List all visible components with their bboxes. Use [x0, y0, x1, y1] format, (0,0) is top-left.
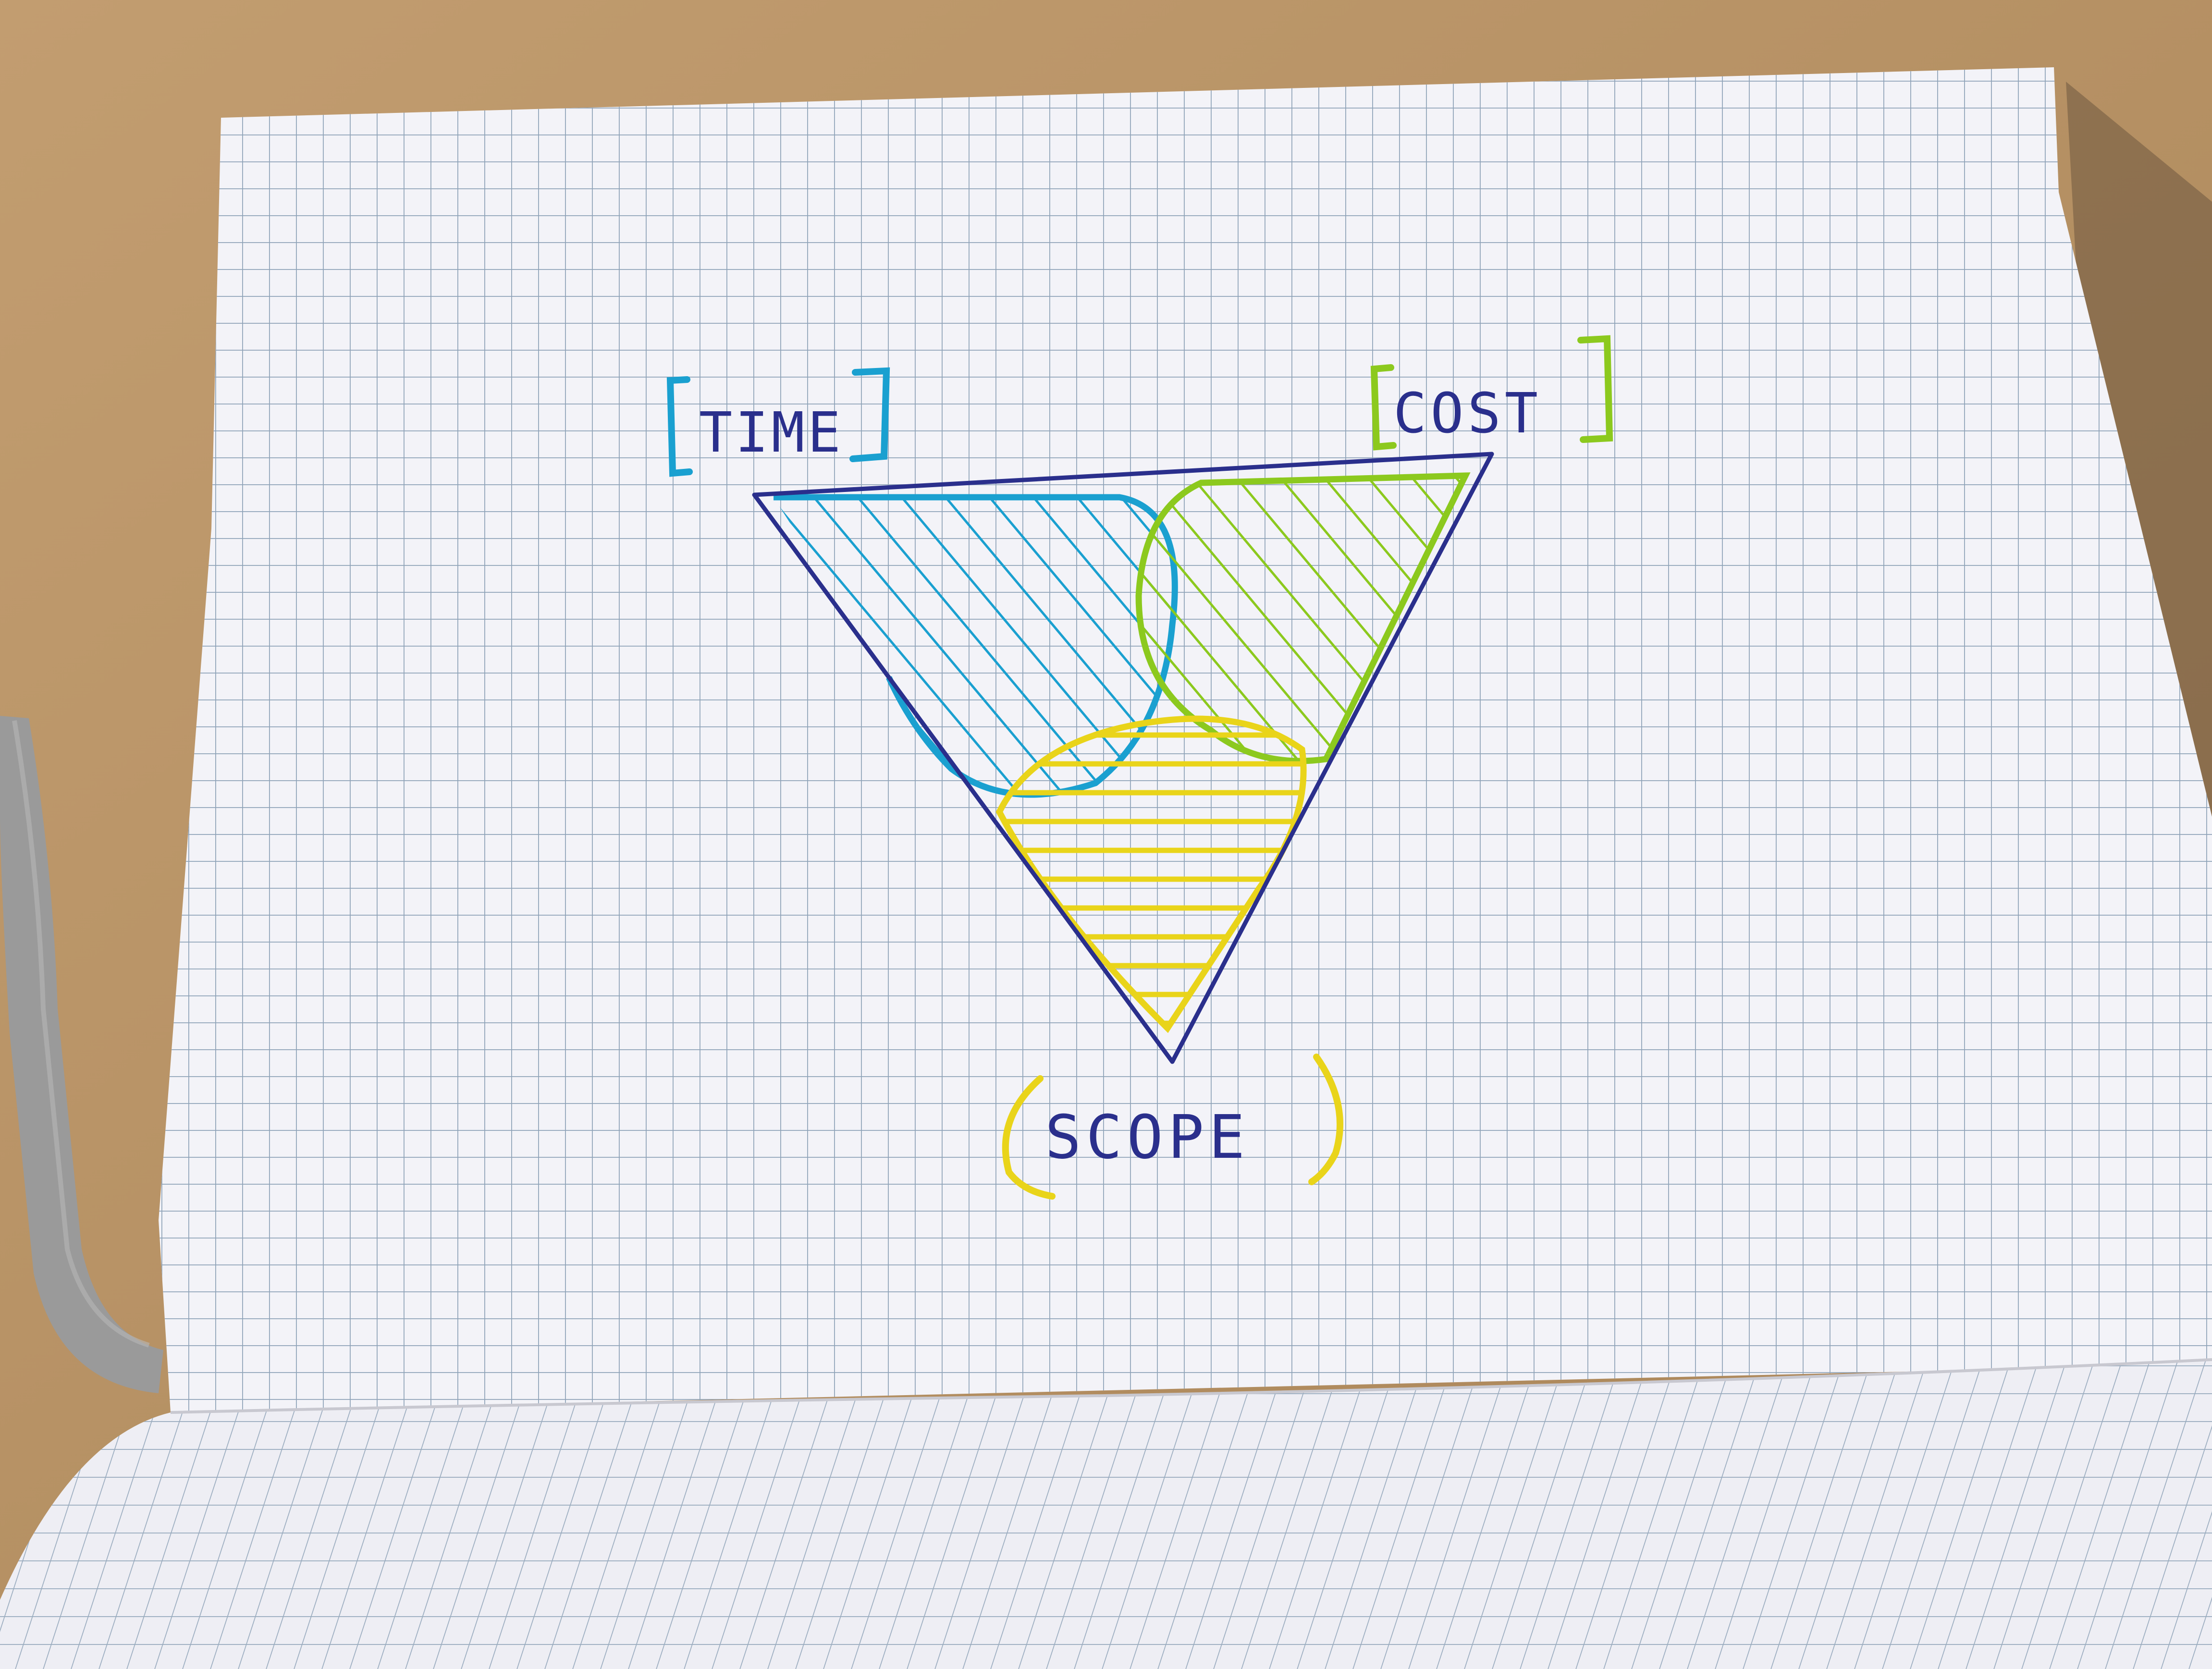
time-region [774, 497, 1175, 795]
time-bracket-left [666, 376, 693, 477]
iron-triangle-diagram: TIME COST SCOPE [666, 335, 1613, 1200]
scope-paren-right [1308, 1054, 1343, 1185]
scope-paren-left [1002, 1075, 1056, 1200]
cost-region [1139, 476, 1465, 761]
scope-label: SCOPE [1045, 1103, 1250, 1172]
scope-region-outline [995, 715, 1307, 1033]
cost-bracket-left [1370, 364, 1397, 451]
scope-region [999, 719, 1304, 1028]
bookmark-ribbon-shade [12, 720, 150, 1348]
scope-label-group: SCOPE [1002, 1054, 1343, 1200]
cost-label: COST [1393, 381, 1542, 446]
time-bracket-right [849, 367, 890, 462]
cost-bracket-right [1577, 335, 1613, 443]
time-label: TIME [699, 401, 844, 465]
time-label-group: TIME [666, 367, 890, 477]
cost-label-group: COST [1370, 335, 1613, 451]
triangle-outline [752, 452, 1494, 1064]
bookmark-ribbon-icon [0, 716, 163, 1393]
lower-page [0, 1358, 2212, 1669]
